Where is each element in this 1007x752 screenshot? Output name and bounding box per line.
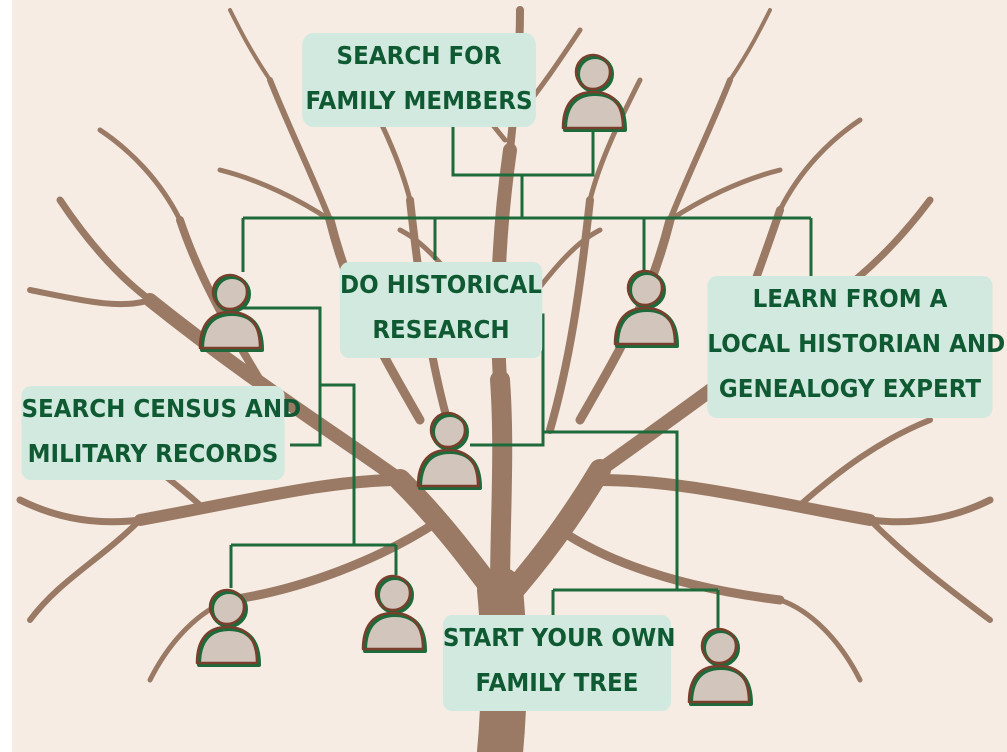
label-search-family-members: SEARCH FOR FAMILY MEMBERS — [302, 33, 536, 127]
label-line: START YOUR OWN — [442, 623, 676, 652]
label-census-military-records: SEARCH CENSUS AND MILITARY RECORDS — [21, 386, 302, 480]
label-line: SEARCH CENSUS AND — [21, 394, 302, 423]
label-start-family-tree: START YOUR OWN FAMILY TREE — [442, 615, 676, 711]
person-icon — [195, 588, 261, 667]
label-line: DO HISTORICAL — [340, 270, 542, 299]
label-line: MILITARY RECORDS — [27, 439, 279, 468]
person-icon — [198, 273, 264, 352]
person-icon — [613, 269, 679, 348]
label-line: LOCAL HISTORIAN AND — [707, 329, 1006, 358]
person-icon — [687, 627, 753, 706]
label-line: FAMILY MEMBERS — [305, 86, 533, 115]
person-icon — [361, 574, 427, 653]
person-icon — [561, 53, 627, 132]
label-line: GENEALOGY EXPERT — [718, 374, 982, 403]
label-line: SEARCH FOR — [336, 41, 502, 70]
label-historical-research: DO HISTORICAL RESEARCH — [339, 262, 543, 358]
page-edge — [0, 0, 12, 752]
label-local-historian: LEARN FROM A LOCAL HISTORIAN AND GENEALO… — [707, 276, 1006, 418]
label-line: RESEARCH — [372, 315, 510, 344]
person-icon — [416, 411, 482, 490]
label-line: LEARN FROM A — [752, 284, 948, 313]
label-line: FAMILY TREE — [475, 668, 639, 697]
